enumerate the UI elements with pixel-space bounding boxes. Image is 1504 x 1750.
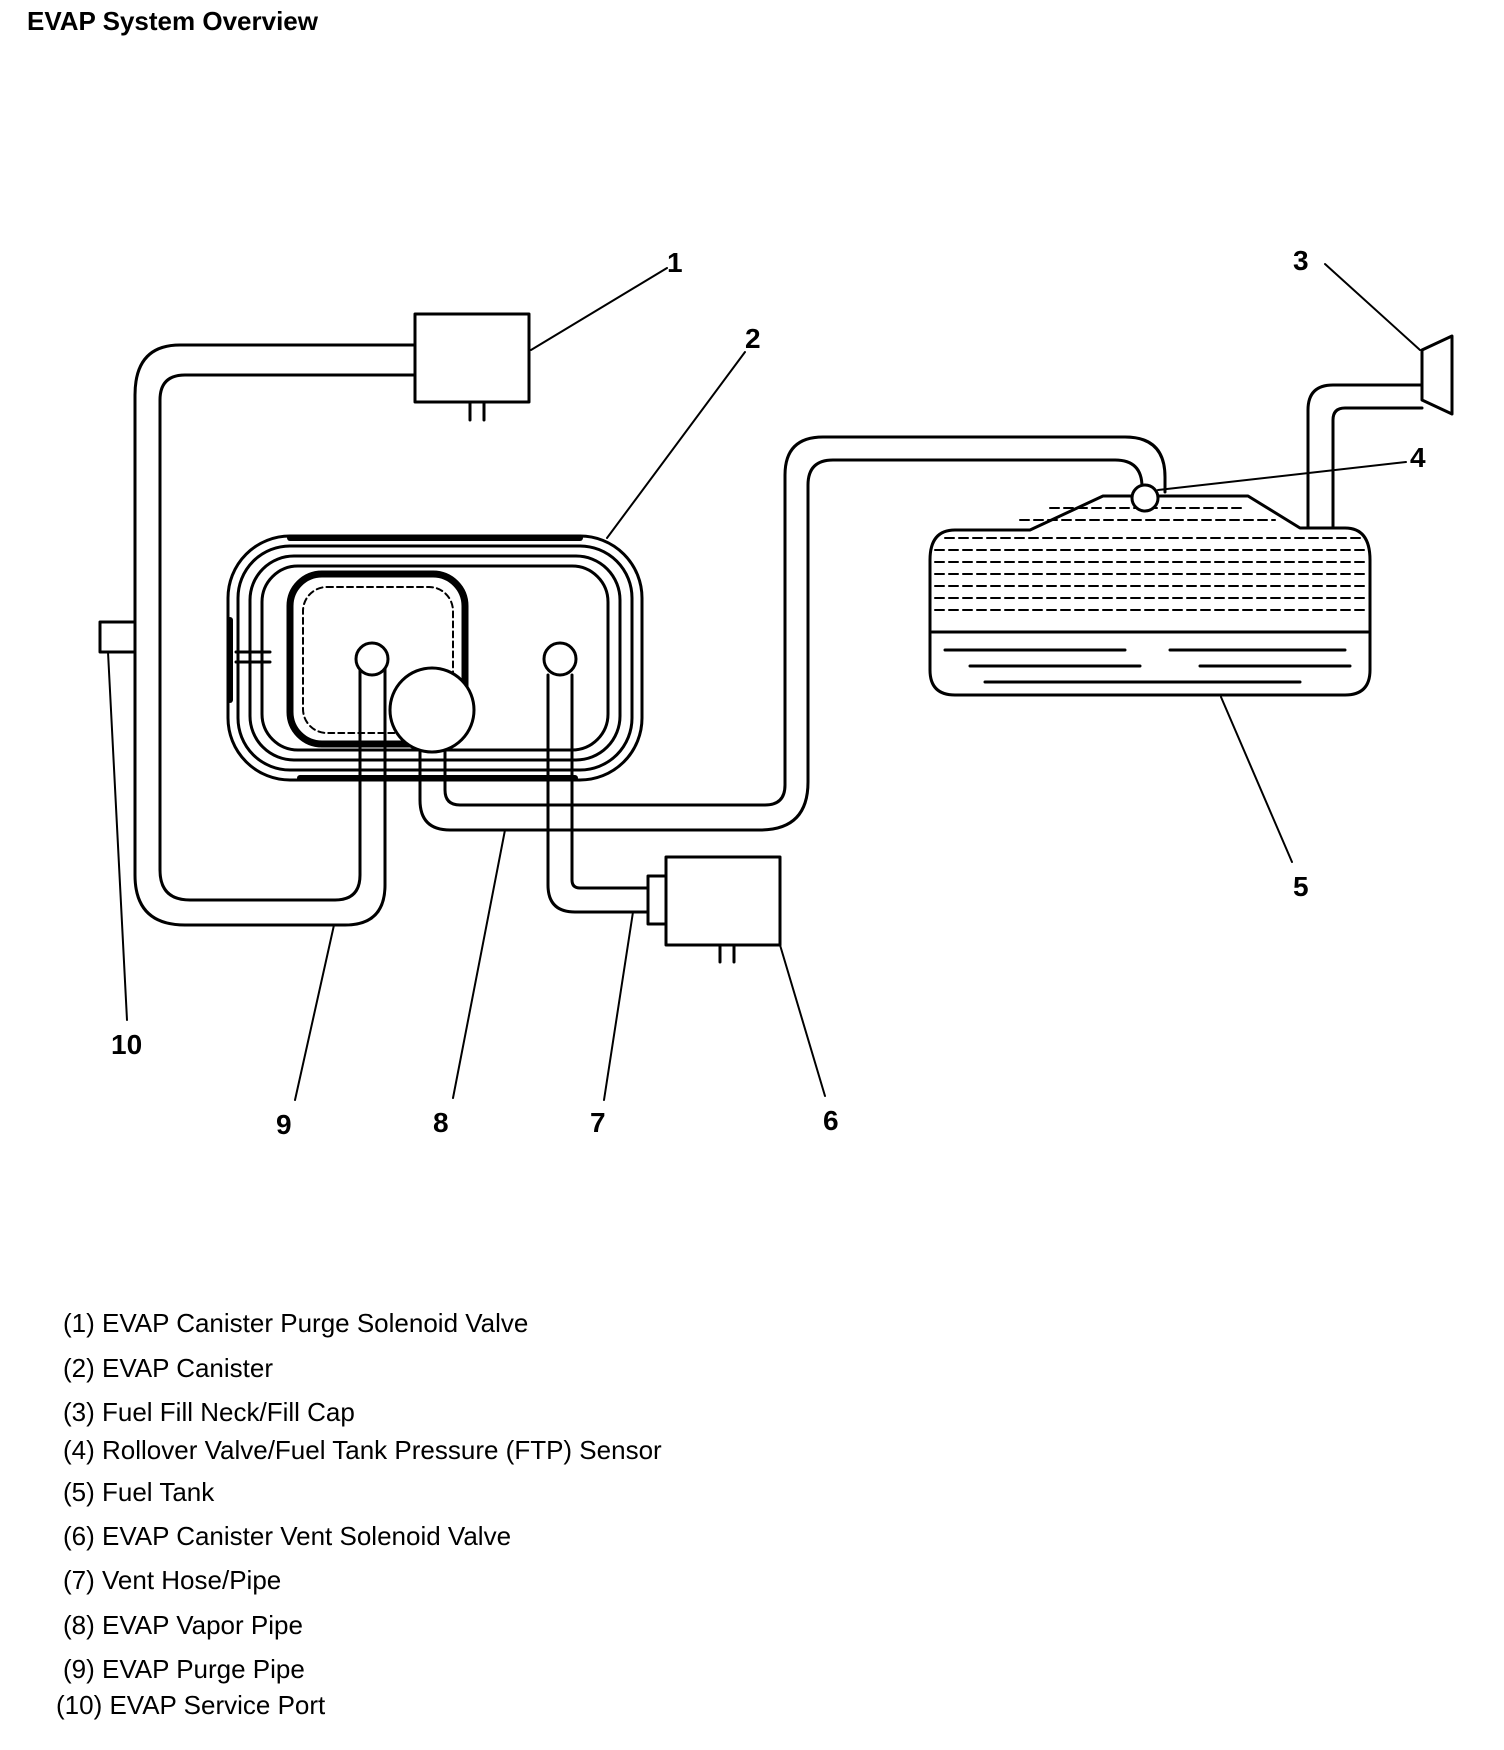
callout-10: 10	[111, 1029, 142, 1060]
callout-4: 4	[1410, 442, 1426, 473]
rollover-valve	[1130, 483, 1160, 513]
purge-solenoid-valve	[413, 312, 531, 422]
evap-canister	[226, 534, 644, 782]
callout-7: 7	[590, 1107, 606, 1138]
legend-item: (5) Fuel Tank	[63, 1477, 215, 1507]
fuel-tank	[928, 494, 1372, 697]
callout-9: 9	[276, 1109, 292, 1140]
legend-item: (4) Rollover Valve/Fuel Tank Pressure (F…	[63, 1435, 662, 1465]
fuel-fill-neck	[1306, 334, 1454, 530]
callout-2: 2	[745, 323, 761, 354]
page-title: EVAP System Overview	[27, 6, 318, 36]
callout-1: 1	[667, 247, 683, 278]
legend-item: (1) EVAP Canister Purge Solenoid Valve	[63, 1308, 529, 1338]
vent-hose-pipe	[546, 673, 650, 914]
legend-item: (6) EVAP Canister Vent Solenoid Valve	[63, 1521, 512, 1551]
legend-item: (10) EVAP Service Port	[56, 1690, 326, 1720]
legend-item: (2) EVAP Canister	[63, 1353, 274, 1383]
leader-lines	[107, 263, 1421, 1101]
legend-item: (3) Fuel Fill Neck/Fill Cap	[63, 1397, 355, 1427]
legend-item: (9) EVAP Purge Pipe	[63, 1654, 305, 1684]
callout-5: 5	[1293, 871, 1309, 902]
callout-3: 3	[1293, 245, 1309, 276]
evap-purge-pipe	[133, 343, 417, 927]
legend-item: (8) EVAP Vapor Pipe	[63, 1610, 303, 1640]
callout-6: 6	[823, 1105, 839, 1136]
vent-solenoid-valve	[646, 855, 782, 964]
service-port	[98, 620, 137, 654]
evap-diagram: 1 2 3 4 5 6 7 8 9 10	[98, 245, 1454, 1140]
legend-item: (7) Vent Hose/Pipe	[63, 1565, 282, 1595]
callout-8: 8	[433, 1107, 449, 1138]
evap-vapor-pipe	[418, 435, 1167, 832]
callout-labels: 1 2 3 4 5 6 7 8 9 10	[111, 245, 1426, 1140]
